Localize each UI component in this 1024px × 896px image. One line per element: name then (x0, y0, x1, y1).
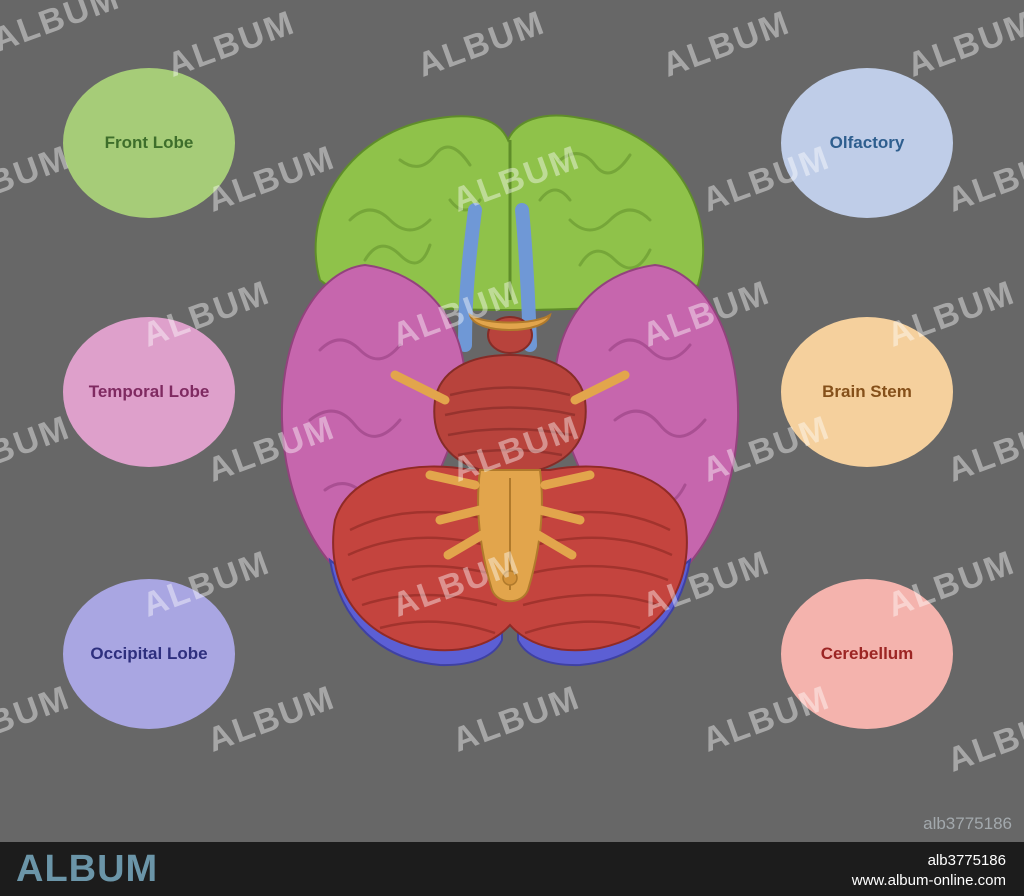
watermark-text: ALBUM (942, 408, 1024, 490)
olfactory-tract-left (458, 203, 482, 352)
cerebellum-label: Cerebellum (781, 579, 953, 729)
image-id-corner: alb3775186 (923, 814, 1012, 833)
cranial-nerve-trigeminal-left (390, 370, 450, 405)
watermark-text: ALBUM (0, 0, 126, 60)
brain-illustration (280, 114, 740, 667)
temporal-lobe-label: Temporal Lobe (63, 317, 235, 467)
pons-region (433, 353, 587, 477)
temporal-lobe-text: Temporal Lobe (88, 382, 210, 401)
watermark-text: ALBUM (412, 3, 551, 85)
watermark-text: ALBUM (447, 678, 586, 760)
watermark-text: ALBUM (0, 678, 76, 760)
watermark-text: ALBUM (657, 3, 796, 85)
watermark-text: ALBUM (942, 138, 1024, 220)
footer-image-id: alb3775186 (927, 852, 1006, 869)
optic-chiasm (468, 312, 552, 331)
olfactory-label: Olfactory (781, 68, 953, 218)
cerebellum-text: Cerebellum (820, 644, 914, 663)
occipital-lobe-text: Occipital Lobe (90, 644, 208, 663)
watermark-text: ALBUM (902, 3, 1024, 85)
front-lobe-text: Front Lobe (104, 133, 194, 152)
olfactory-text: Olfactory (829, 133, 905, 152)
cranial-nerve-trigeminal-right (570, 370, 630, 405)
watermark-text: ALBUM (0, 408, 76, 490)
footer-bar: ALBUM alb3775186 www.album-online.com (0, 842, 1024, 896)
album-logo[interactable]: ALBUM (16, 848, 159, 890)
diagram-canvas: Front Lobe Temporal Lobe Occipital Lobe … (0, 0, 1024, 833)
front-lobe-label: Front Lobe (63, 68, 235, 218)
watermark-text: ALBUM (942, 698, 1024, 780)
brain-stem-label: Brain Stem (781, 317, 953, 467)
occipital-lobe-label: Occipital Lobe (63, 579, 235, 729)
footer-url-link[interactable]: www.album-online.com (851, 872, 1006, 889)
brain-stem-text: Brain Stem (822, 382, 912, 401)
